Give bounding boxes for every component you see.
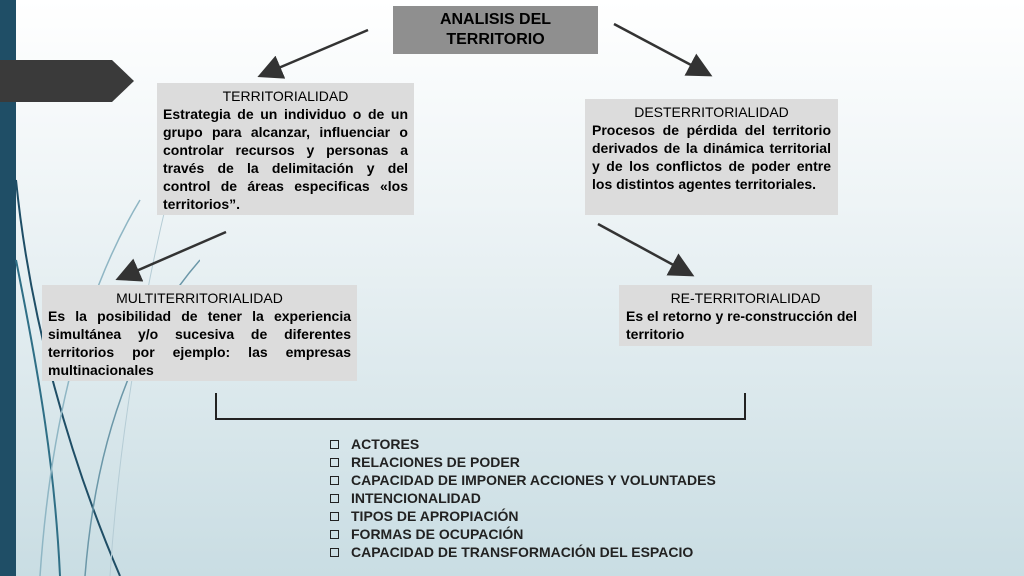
reterritorialidad-text: Es el retorno y re-construcción del terr… <box>626 308 858 342</box>
list-item: CAPACIDAD DE TRANSFORMACIÓN DEL ESPACIO <box>330 543 716 561</box>
checkbox-bullet-icon <box>330 457 339 467</box>
list-item-label: INTENCIONALIDAD <box>351 490 481 506</box>
box-reterritorialidad: RE-TERRITORIALIDAD Es el retorno y re-co… <box>619 285 872 346</box>
arrow-to-multiterritorialidad <box>115 230 227 282</box>
diagram-title: ANALISIS DEL TERRITORIO <box>393 6 598 54</box>
box-multiterritorialidad: MULTITERRITORIALIDAD Es la posibilidad d… <box>42 285 357 381</box>
diagram-title-text: ANALISIS DEL TERRITORIO <box>439 11 552 48</box>
box-territorialidad: TERRITORIALIDAD Estrategia de un individ… <box>157 83 414 215</box>
desterritorialidad-text: Procesos de pérdida del territorio deriv… <box>592 122 831 192</box>
list-item-label: TIPOS DE APROPIACIÓN <box>351 508 519 524</box>
multiterritorialidad-heading: MULTITERRITORIALIDAD <box>116 290 283 306</box>
multiterritorialidad-text: Es la posibilidad de tener la experienci… <box>48 308 351 378</box>
checkbox-bullet-icon <box>330 439 339 449</box>
list-item-label: ACTORES <box>351 436 420 452</box>
checkbox-bullet-icon <box>330 547 339 557</box>
territorialidad-text: Estrategia de un individuo o de un grupo… <box>163 106 408 212</box>
characteristics-list: ACTORES RELACIONES DE PODER CAPACIDAD DE… <box>330 435 716 561</box>
arrow-to-territorialidad <box>257 28 369 79</box>
list-item-label: FORMAS DE OCUPACIÓN <box>351 526 524 542</box>
reterritorialidad-heading: RE-TERRITORIALIDAD <box>670 290 821 306</box>
arrow-to-reterritorialidad <box>597 222 695 277</box>
arrow-to-desterritorialidad <box>613 22 713 77</box>
list-item: ACTORES <box>330 435 716 453</box>
list-item: CAPACIDAD DE IMPONER ACCIONES Y VOLUNTAD… <box>330 471 716 489</box>
desterritorialidad-heading: DESTERRITORIALIDAD <box>634 104 789 120</box>
list-item-label: RELACIONES DE PODER <box>351 454 520 470</box>
checkbox-bullet-icon <box>330 529 339 539</box>
left-accent-bar <box>0 0 16 576</box>
checkbox-bullet-icon <box>330 493 339 503</box>
slide-tab <box>0 60 134 102</box>
territorialidad-heading: TERRITORIALIDAD <box>222 88 349 104</box>
list-item: FORMAS DE OCUPACIÓN <box>330 525 716 543</box>
checkbox-bullet-icon <box>330 511 339 521</box>
list-item-label: CAPACIDAD DE TRANSFORMACIÓN DEL ESPACIO <box>351 544 694 560</box>
list-item: INTENCIONALIDAD <box>330 489 716 507</box>
box-desterritorialidad: DESTERRITORIALIDAD Procesos de pérdida d… <box>585 99 838 215</box>
list-item-label: CAPACIDAD DE IMPONER ACCIONES Y VOLUNTAD… <box>351 472 716 488</box>
checkbox-bullet-icon <box>330 475 339 485</box>
list-item: RELACIONES DE PODER <box>330 453 716 471</box>
list-item: TIPOS DE APROPIACIÓN <box>330 507 716 525</box>
bracket <box>215 393 746 420</box>
